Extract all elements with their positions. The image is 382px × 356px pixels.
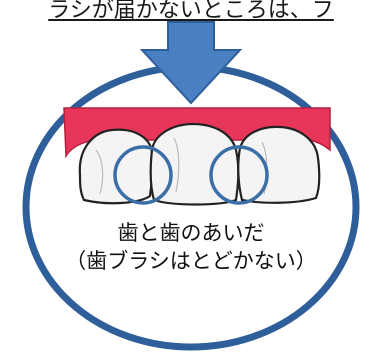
caption-line-2: （歯ブラシはとどかない） [65,249,317,273]
header-text: ラシが届かないところは、フ [48,0,334,23]
caption-line-1: 歯と歯のあいだ [117,221,265,245]
gap-circle-right [209,145,269,205]
tooth-right [237,125,321,204]
gap-circle-left [113,145,173,205]
down-arrow-icon [139,21,243,105]
